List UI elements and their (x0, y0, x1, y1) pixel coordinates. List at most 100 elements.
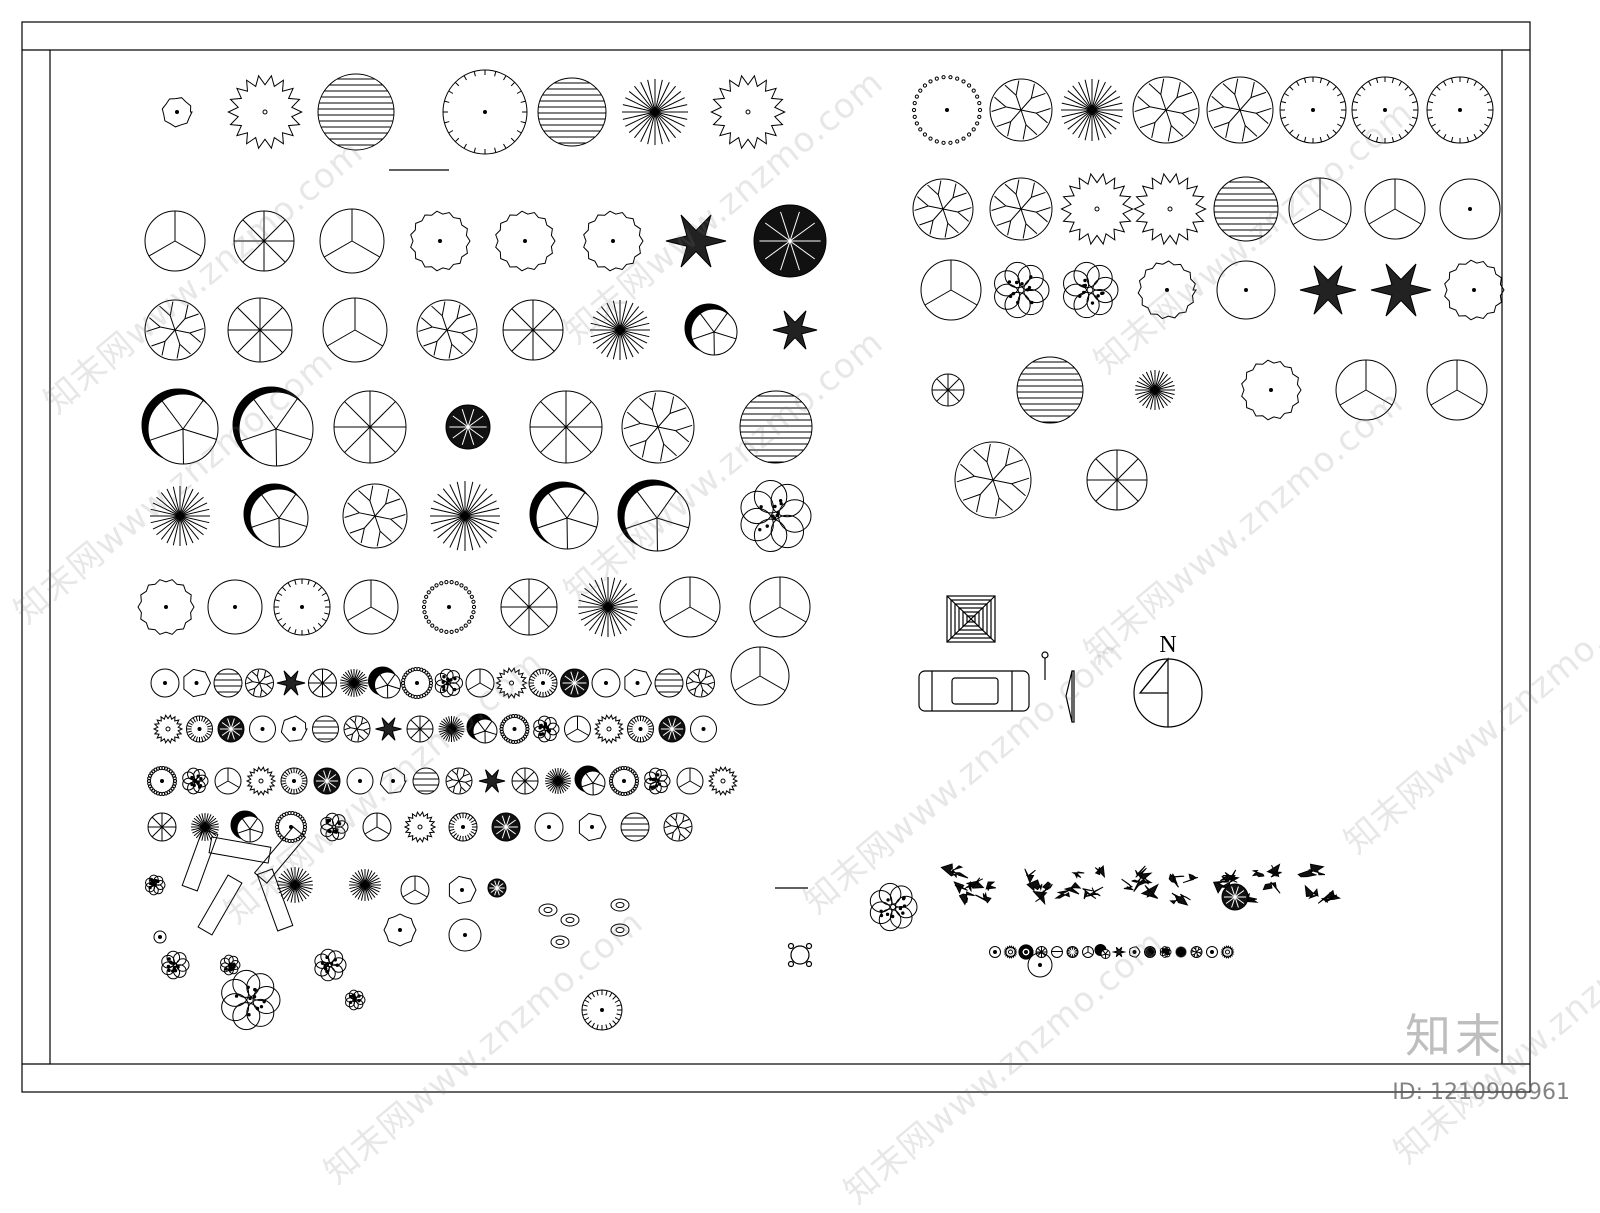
tree-symbol (147, 766, 176, 795)
tree-symbol (1114, 947, 1125, 957)
tree-symbol (184, 669, 211, 696)
tree-symbol (1427, 77, 1493, 143)
tree-symbol (401, 876, 429, 904)
tree-symbol (446, 405, 490, 449)
tree-symbol (313, 716, 339, 742)
tree-symbol (1300, 266, 1356, 314)
tree-symbol (479, 770, 505, 793)
north-arrow-symbol (1134, 659, 1202, 727)
tree-symbol (592, 669, 620, 697)
tree-symbol (1005, 946, 1017, 958)
rock-symbol (561, 914, 579, 926)
tree-symbol (467, 714, 497, 743)
tree-symbol (340, 669, 368, 697)
tree-symbol (407, 716, 433, 742)
tree-symbol (244, 484, 308, 547)
tree-symbol (422, 581, 475, 634)
tree-symbol (247, 767, 275, 795)
rock-symbol (611, 924, 629, 936)
tree-symbol (138, 580, 194, 635)
tree-symbol (154, 715, 182, 743)
tree-symbol (250, 716, 276, 742)
tree-symbol (773, 311, 817, 349)
tree-symbol (446, 768, 472, 794)
tree-symbol (309, 669, 337, 697)
tree-symbol (349, 869, 381, 901)
tree-symbol (677, 768, 703, 794)
bamboo-hedge-symbol (1298, 864, 1339, 903)
tree-symbol (146, 875, 165, 895)
tree-symbol (687, 669, 715, 697)
bamboo-hedge-symbol (1122, 866, 1158, 899)
tree-symbol (538, 78, 606, 146)
tree-symbol (334, 391, 406, 463)
tree-symbol (1067, 947, 1078, 958)
image-id-label: ID: 1210906961 (1392, 1080, 1570, 1105)
tree-symbol (401, 667, 432, 698)
tree-symbol (1365, 179, 1425, 239)
tree-symbol (530, 391, 602, 463)
tree-symbol (320, 209, 384, 273)
tree-symbol (1061, 79, 1123, 141)
section-arrow-symbol (1066, 671, 1074, 722)
tree-symbol (162, 951, 189, 979)
tree-symbol (1133, 77, 1199, 143)
tree-symbol (595, 715, 623, 743)
tree-symbol (1336, 360, 1396, 420)
tree-symbol (1207, 947, 1218, 958)
tree-symbol (1222, 946, 1234, 958)
tree-symbol (145, 211, 205, 271)
tree-symbol (417, 300, 477, 360)
person-symbol (1042, 652, 1048, 680)
tree-symbol (590, 300, 650, 360)
tree-symbol (659, 716, 685, 742)
inner-border (50, 50, 1502, 1064)
tree-symbol (660, 577, 720, 637)
tree-symbol (233, 387, 313, 466)
tree-symbol (346, 990, 365, 1010)
tree-symbol (512, 768, 538, 794)
tree-symbol (1280, 77, 1346, 143)
tree-symbol (500, 714, 529, 743)
tree-symbol (578, 577, 638, 637)
bamboo-hedge-symbol (1169, 874, 1198, 905)
bamboo-hedge-symbol (1065, 866, 1104, 899)
tree-symbol (318, 74, 394, 150)
tree-symbol (1217, 261, 1275, 319)
tree-symbol (691, 716, 717, 742)
tree-symbol (218, 716, 244, 742)
tree-symbol (1135, 370, 1175, 410)
tree-symbol (1052, 947, 1063, 958)
tree-symbol (535, 813, 563, 841)
tree-symbol (621, 813, 649, 841)
tree-symbol (1083, 947, 1094, 958)
tree-symbol (750, 577, 810, 637)
tree-symbol (1130, 947, 1141, 957)
tree-symbol (1352, 77, 1418, 143)
tree-symbol (369, 667, 401, 698)
tree-symbol (1145, 947, 1156, 958)
tree-symbol (234, 211, 294, 271)
tree-symbol (380, 768, 406, 793)
tree-symbol (609, 766, 638, 795)
tree-symbol (754, 205, 826, 277)
tree-symbol (148, 813, 176, 841)
tree-symbol (1064, 262, 1118, 317)
tree-symbol (990, 79, 1052, 141)
tree-symbol (228, 76, 301, 148)
tree-symbol (214, 669, 242, 697)
tree-symbol (666, 215, 726, 267)
tree-symbol (618, 480, 690, 551)
north-arrow-label: N (1159, 632, 1176, 658)
tree-symbol (1222, 884, 1248, 910)
tree-symbol (221, 955, 240, 975)
tree-symbol (685, 304, 737, 355)
tree-symbol (625, 669, 652, 696)
tree-symbol (1017, 357, 1083, 423)
tree-symbol (496, 668, 526, 698)
tree-symbol (740, 391, 812, 463)
tree-symbol (1176, 947, 1187, 958)
tree-symbol (215, 768, 241, 794)
tree-symbol (222, 970, 280, 1029)
tree-symbol (142, 389, 218, 464)
